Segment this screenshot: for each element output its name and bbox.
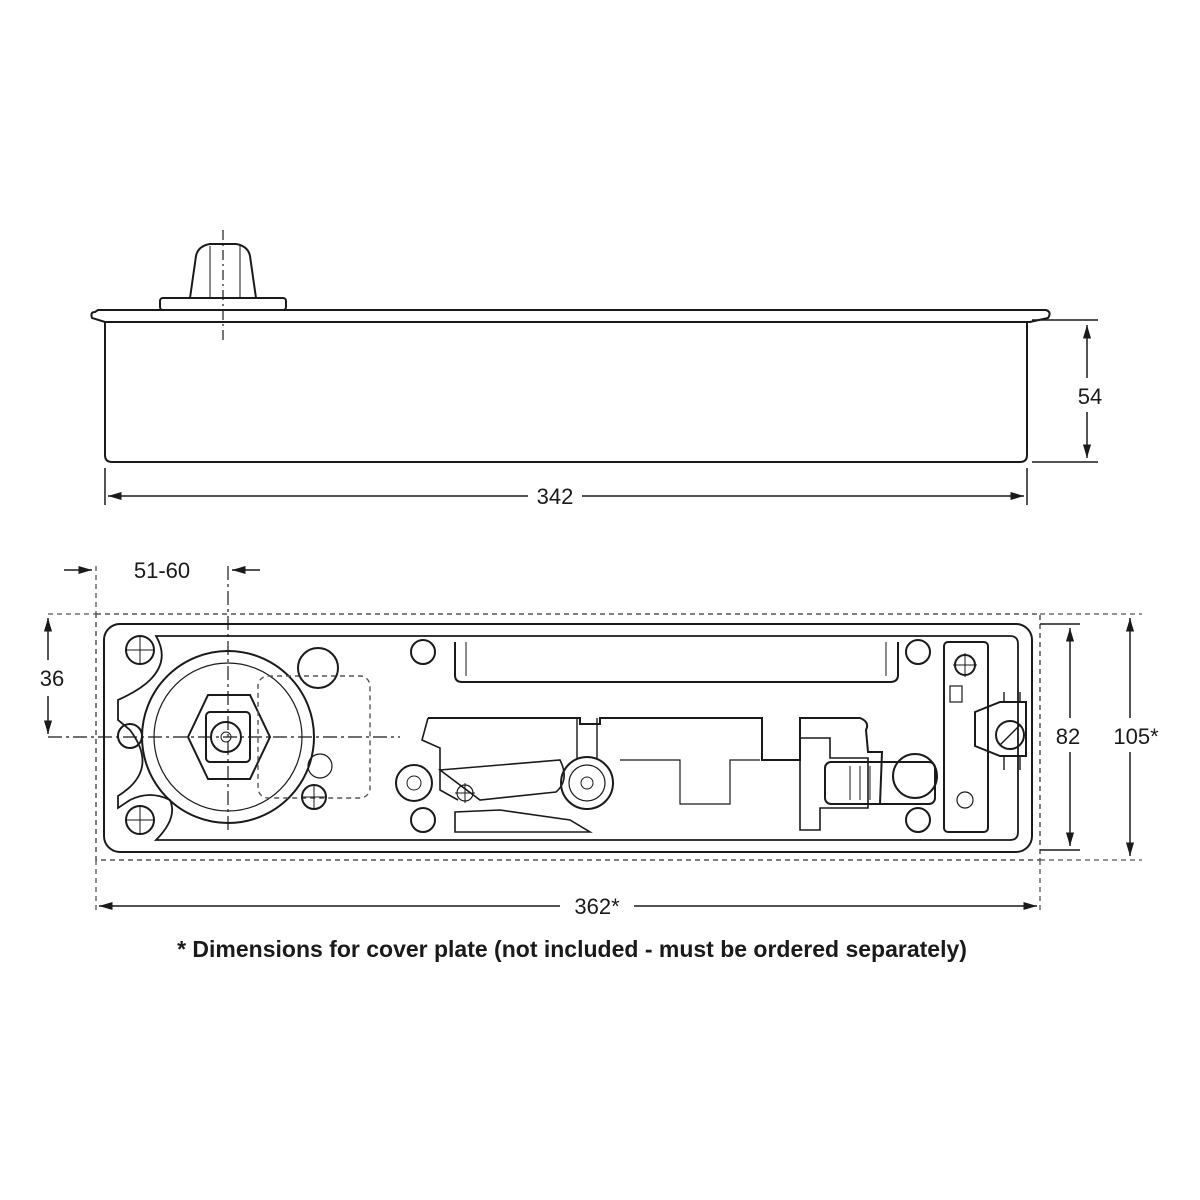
top-view-center-lines	[48, 566, 400, 830]
plate-length-dim-label: 362*	[574, 894, 620, 919]
height-dim-label: 54	[1078, 384, 1102, 409]
corner-screw-top-left	[125, 635, 155, 665]
body-width-dimension	[1040, 623, 1080, 851]
offset-dim-label: 51-60	[134, 558, 190, 583]
extension-lines	[48, 566, 1142, 912]
valve-block	[799, 737, 869, 831]
cover-plate-footnote: * Dimensions for cover plate (not includ…	[177, 936, 967, 962]
side-view-flange	[90, 309, 1051, 323]
body-outline	[103, 623, 1033, 853]
top-channel	[454, 642, 899, 683]
side-view	[90, 230, 1051, 463]
corner-screw-top-right	[953, 653, 977, 677]
height-dimension	[1032, 319, 1098, 463]
side-view-body	[104, 322, 1028, 463]
small-screw-mechanism	[455, 783, 475, 803]
length-dim-label: 342	[537, 484, 574, 509]
top-view-body	[103, 623, 1033, 853]
adjusting-screw-bracket	[974, 701, 1027, 757]
center-dim-label: 36	[40, 666, 64, 691]
lever-arm	[437, 759, 565, 801]
length-dimension	[104, 468, 1028, 505]
pivot-hex-nut	[186, 694, 272, 780]
casting-outline	[117, 635, 1019, 841]
mechanism-housing	[428, 717, 884, 805]
cam-pivot	[560, 756, 614, 810]
adjusting-screw-icon	[995, 720, 1025, 750]
end-plate	[943, 641, 989, 833]
corner-screw-bottom-left	[125, 805, 155, 835]
cover-plate-outline	[95, 613, 1041, 861]
plate-width-dim-label: 105*	[1113, 724, 1159, 749]
body-width-dim-label: 82	[1056, 724, 1080, 749]
hole-left-center	[117, 723, 143, 749]
